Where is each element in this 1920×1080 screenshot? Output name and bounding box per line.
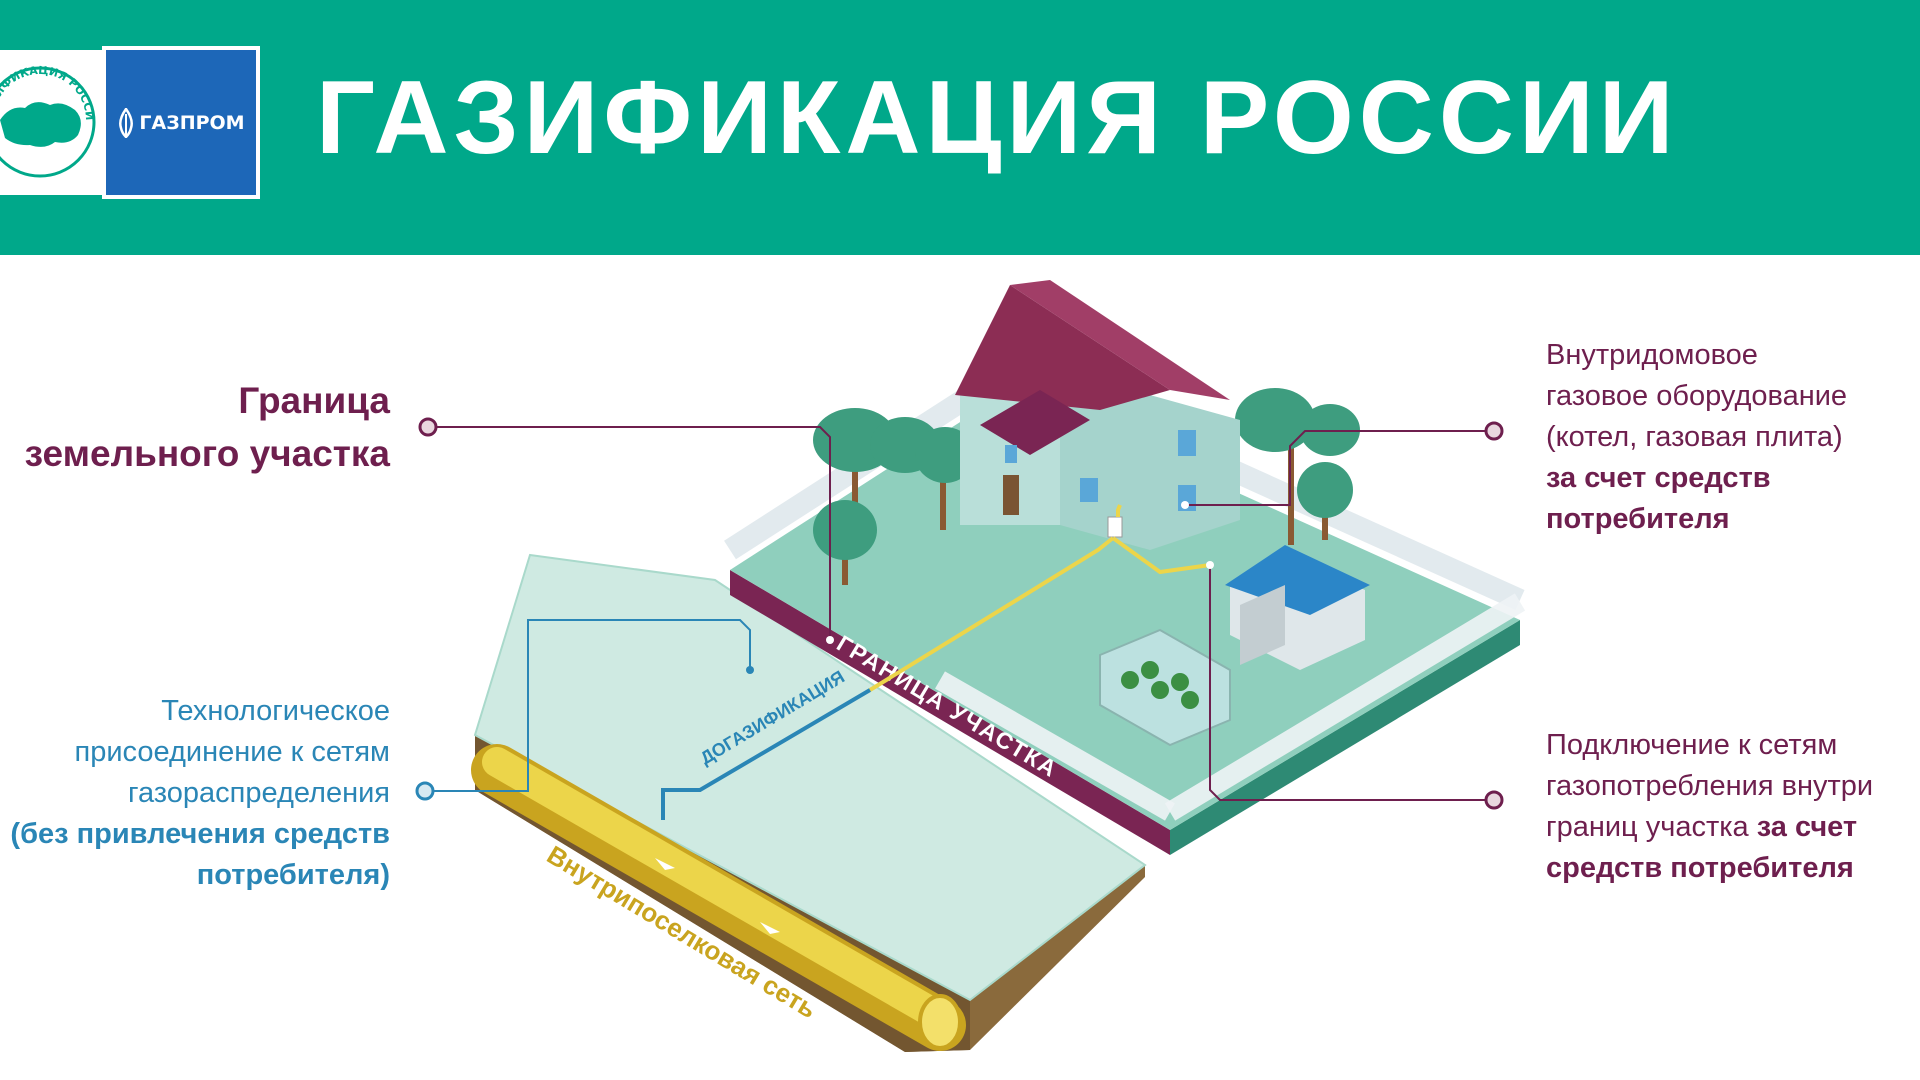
land-boundary-callout: Граница земельного участка: [25, 374, 390, 480]
callout-line: потребителя: [1546, 503, 1730, 535]
village-gas-pipe: [471, 744, 966, 1051]
callout-line: земельного участка: [24, 433, 390, 474]
callout-line: газопотребления внутри: [1546, 770, 1874, 802]
gazprom-brand-text: ГАЗПРОМ: [139, 111, 245, 134]
callout-line: Внутридомовое: [1546, 339, 1758, 371]
leader-lines: [425, 426, 1494, 801]
flow-arrow-icon: [655, 858, 675, 870]
header-banner: ГАЗИФИКАЦИЯ РОССИИ ГАЗПРОМ ГАЗИФИКАЦИЯ Р…: [0, 0, 1920, 255]
house-equipment-callout: Внутридомовое газовое оборудование (коте…: [1546, 335, 1847, 540]
gazprom-logo: ГАЗПРОМ: [102, 46, 260, 199]
house: [955, 280, 1240, 550]
callout-line: Граница: [238, 380, 390, 421]
callout-line: газовое оборудование: [1546, 380, 1848, 412]
callout-dot-icon: [415, 417, 1504, 810]
gas-pipeline: [661, 504, 1211, 820]
callout-line: потребителя): [196, 859, 390, 891]
callout-line: Подключение к сетям: [1546, 729, 1838, 761]
callout-line: газораспределения: [128, 777, 390, 809]
callout-line: средств потребителя: [1546, 852, 1854, 884]
gasification-logo: ГАЗИФИКАЦИЯ РОССИИ: [0, 40, 103, 195]
flow-arrow-icon: [760, 922, 780, 934]
callout-line: за счет средств: [1546, 462, 1771, 494]
greenhouse: [1099, 628, 1231, 747]
callout-line: Технологическое: [161, 695, 390, 727]
garage: [1225, 545, 1370, 670]
page-title: ГАЗИФИКАЦИЯ РОССИИ: [316, 60, 1679, 176]
callout-line: границ участка за счет: [1546, 807, 1873, 848]
flame-icon: [119, 107, 134, 138]
consumption-connection-callout: Подключение к сетям газопотребления внут…: [1546, 725, 1873, 889]
callout-line: (котел, газовая плита): [1546, 421, 1843, 453]
russia-map-emblem-icon: ГАЗИФИКАЦИЯ РОССИИ: [0, 40, 96, 178]
callout-text: за счет: [1756, 811, 1858, 843]
callout-line: присоединение к сетям: [74, 736, 390, 768]
tech-connection-callout: Технологическое присоединение к сетям га…: [10, 691, 390, 896]
callout-text: границ участка: [1546, 811, 1757, 843]
callout-line: (без привлечения средств: [10, 818, 390, 850]
land-plot: [724, 357, 1526, 855]
